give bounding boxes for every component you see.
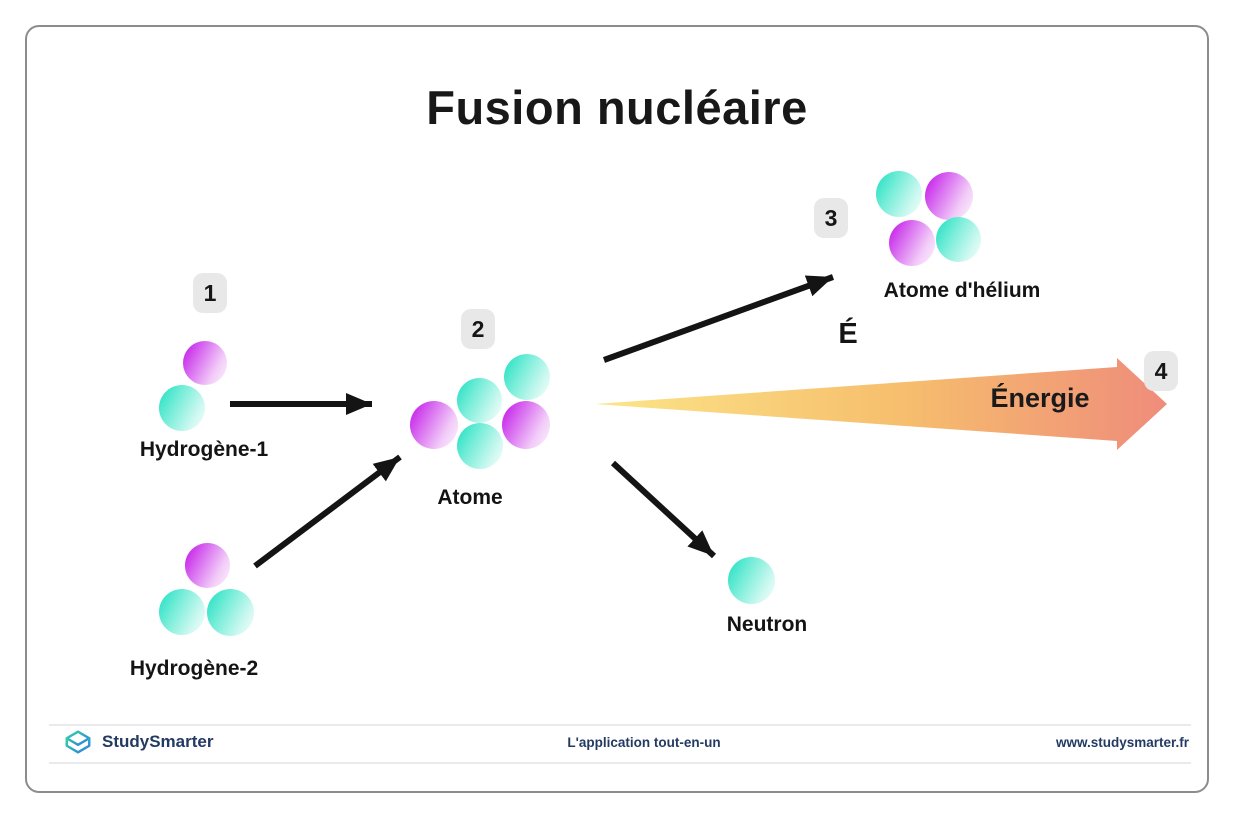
- hydrogen1-label: Hydrogène-1: [139, 438, 269, 461]
- proton-sphere: [502, 401, 550, 449]
- step-badge-1: 1: [193, 273, 227, 313]
- neutron-label: Neutron: [726, 613, 808, 636]
- energy-arrow: [595, 358, 1167, 450]
- neutron-sphere: [457, 378, 502, 423]
- neutron-sphere: [876, 171, 922, 217]
- proton-sphere: [185, 543, 230, 588]
- footer-website-link[interactable]: www.studysmarter.fr: [1055, 735, 1189, 750]
- neutron-sphere: [457, 423, 503, 469]
- step-badge-4: 4: [1144, 351, 1178, 391]
- neutron-sphere: [159, 385, 205, 431]
- neutron-sphere: [936, 217, 981, 262]
- studysmarter-box-icon: [65, 730, 91, 754]
- step-badge-3: 3: [814, 198, 848, 238]
- proton-sphere: [183, 341, 227, 385]
- proton-sphere: [889, 220, 935, 266]
- neutron-sphere: [207, 589, 254, 636]
- neutron-sphere: [728, 557, 775, 604]
- slide-card: Fusion nucléaire 1 2 3 4 Hydrogène-1: [25, 25, 1209, 793]
- arrow-hydrogen2-to-atom: [253, 454, 402, 569]
- neutron-sphere: [159, 589, 205, 635]
- footer-divider-bottom: [49, 762, 1191, 764]
- hydrogen2-label: Hydrogène-2: [129, 657, 259, 680]
- step-badge-2: 2: [461, 309, 495, 349]
- brand-logo: StudySmarter: [63, 727, 213, 757]
- atom-label: Atome: [437, 486, 503, 509]
- neutron-sphere: [504, 354, 550, 400]
- page-title: Fusion nucléaire: [426, 81, 808, 135]
- footer-divider-top: [49, 724, 1191, 726]
- energy-label: Énergie: [990, 383, 1090, 413]
- proton-sphere: [925, 172, 973, 220]
- helium-label: Atome d'hélium: [883, 279, 1041, 302]
- energy-symbol: É: [838, 318, 858, 350]
- arrow-atom-to-neutron: [610, 460, 717, 559]
- arrow-atom-to-helium: [602, 274, 835, 363]
- proton-sphere: [410, 401, 458, 449]
- footer-tagline: L'application tout-en-un: [567, 735, 721, 750]
- reaction-arrows-layer: [230, 274, 1167, 569]
- brand-name: StudySmarter: [102, 732, 214, 751]
